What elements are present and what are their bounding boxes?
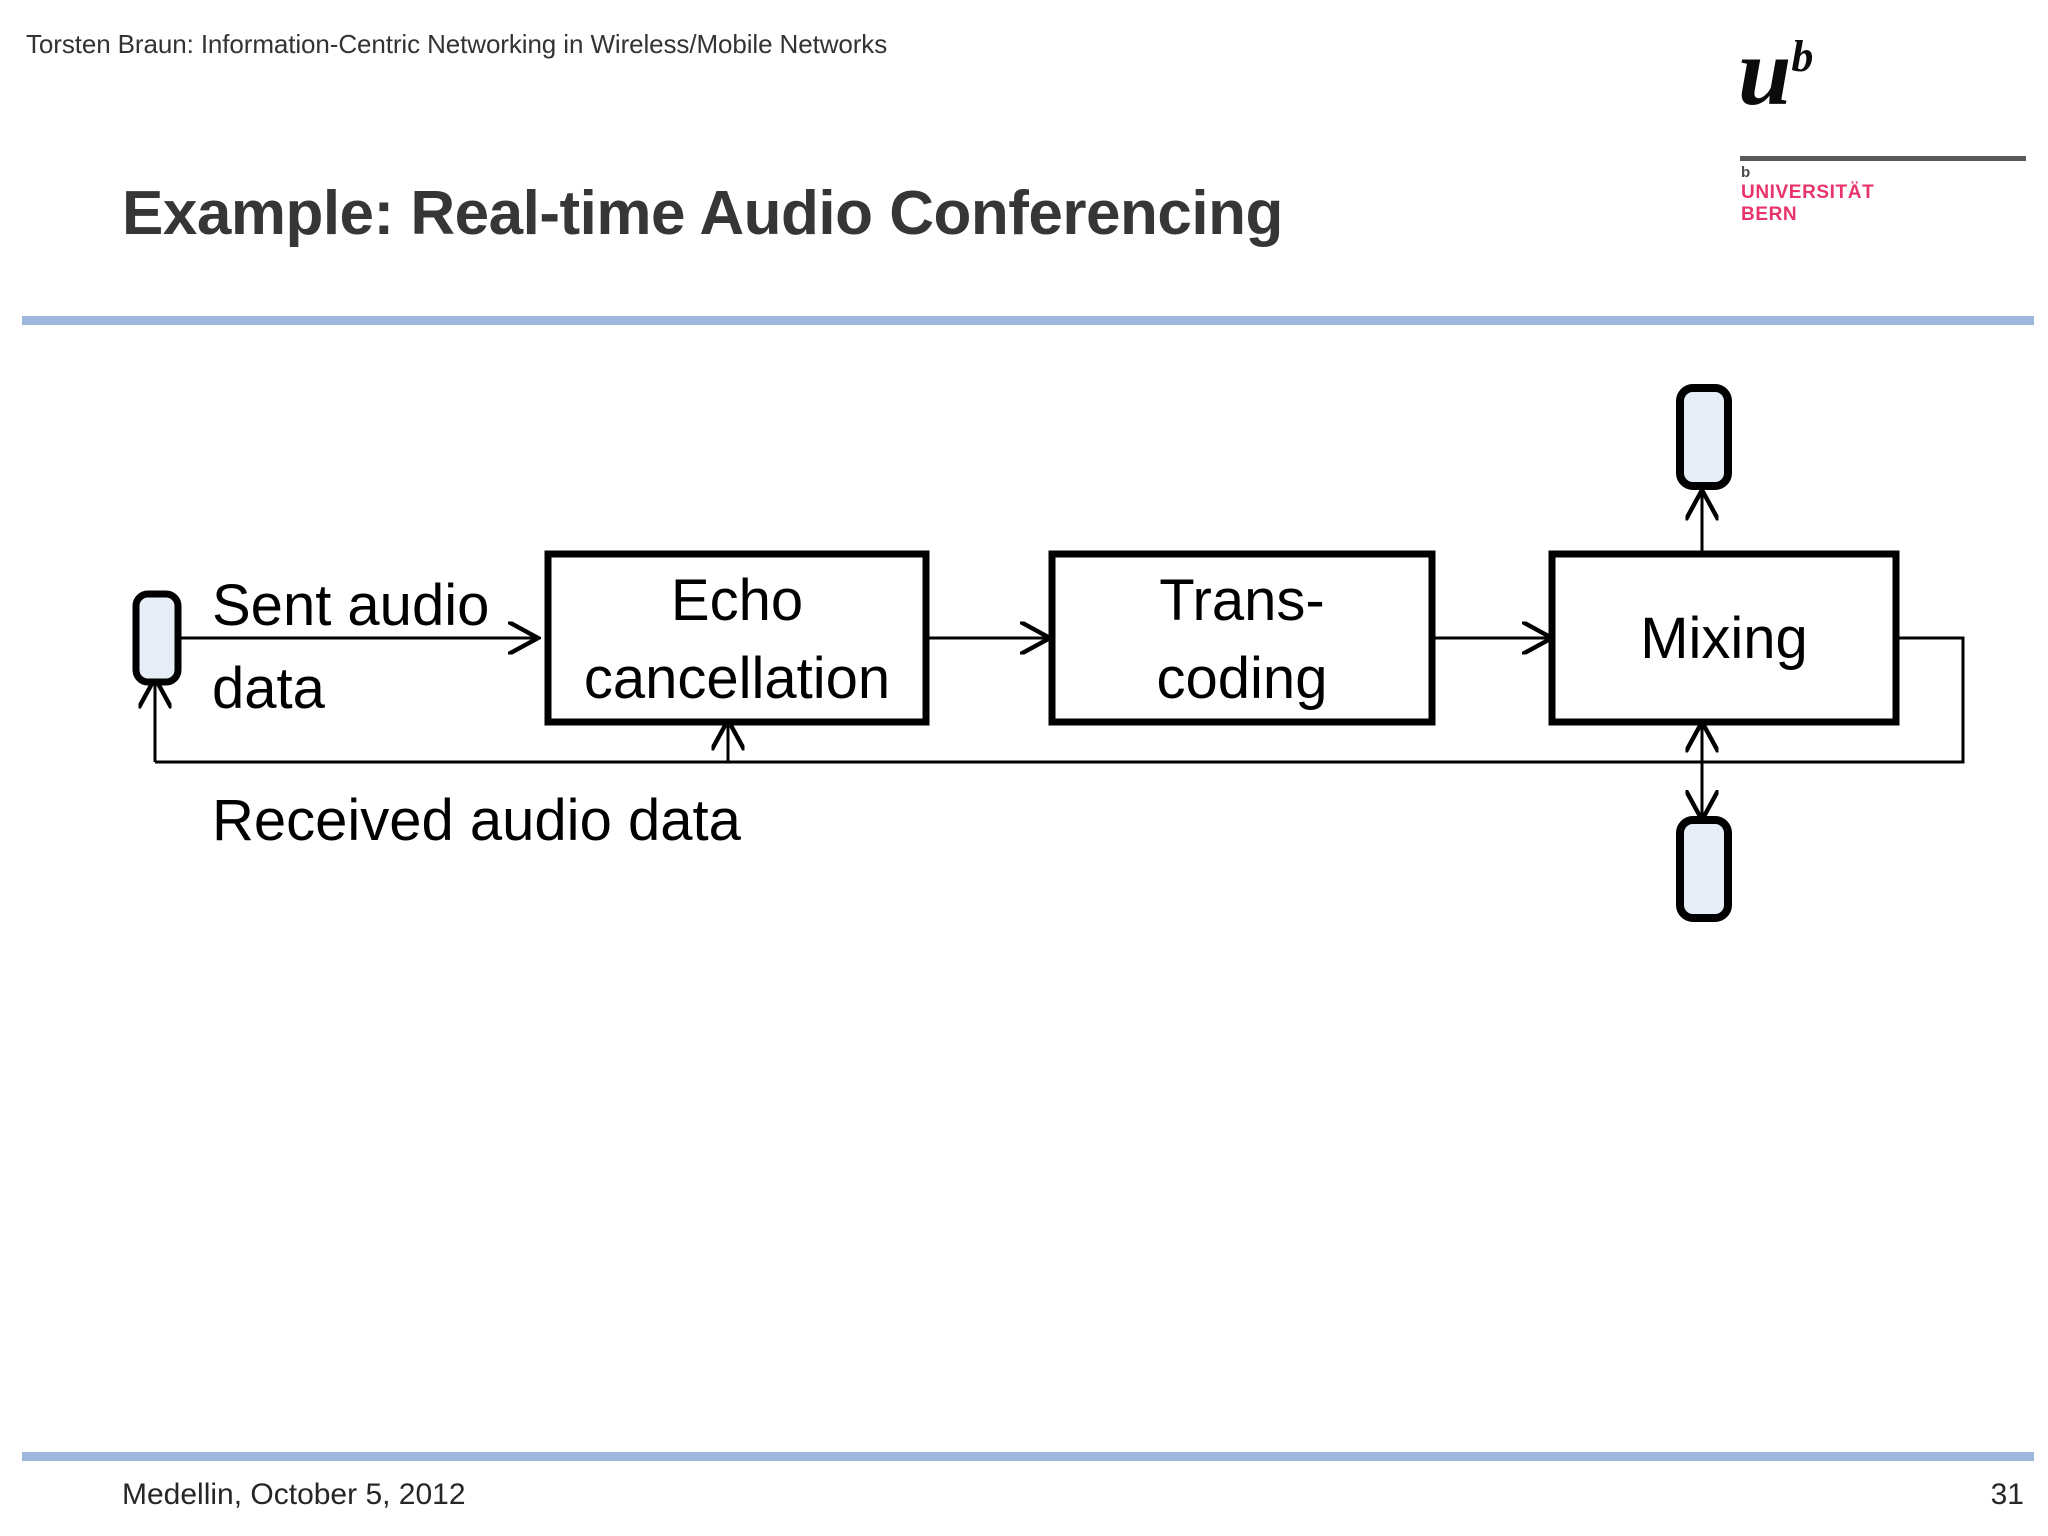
logo-u-letter: u bbox=[1738, 18, 1792, 125]
logo-u-mark: ub bbox=[1738, 24, 1813, 120]
logo-wordmark: UNIVERSITÄT BERN bbox=[1741, 182, 1874, 226]
footer-location-date: Medellin, October 5, 2012 bbox=[122, 1478, 466, 1511]
audio-conferencing-flow-diagram: Echo cancellation Trans- coding Mixing S… bbox=[0, 330, 2048, 1390]
flow-label-received-audio-data: Received audio data bbox=[212, 788, 742, 853]
process-box-label-line2: cancellation bbox=[584, 646, 890, 711]
flow-label-line1: Received audio data bbox=[212, 788, 742, 853]
flow-label-line2: data bbox=[212, 656, 326, 721]
footer-page-number: 31 bbox=[1990, 1478, 2024, 1511]
flow-label-line1: Sent audio bbox=[212, 573, 489, 638]
endpoint-top-right[interactable] bbox=[1676, 384, 1732, 490]
logo-wordmark-line1: UNIVERSITÄT bbox=[1741, 182, 1875, 203]
flow-label-sent-audio-data: Sent audio data bbox=[212, 573, 489, 721]
endpoint-left[interactable] bbox=[132, 590, 182, 686]
slide-header-text: Torsten Braun: Information-Centric Netwo… bbox=[26, 29, 888, 59]
process-box-echo-cancellation[interactable]: Echo cancellation bbox=[544, 550, 930, 726]
feedback-loop-path bbox=[155, 636, 1965, 764]
footer-divider bbox=[22, 1452, 2034, 1461]
logo-b-superscript: b bbox=[1791, 32, 1814, 81]
page-title: Example: Real-time Audio Conferencing bbox=[122, 178, 1283, 248]
logo-small-b: b bbox=[1741, 164, 1751, 181]
process-box-label-line1: Trans- bbox=[1159, 568, 1324, 633]
process-box-label-line1: Echo bbox=[671, 568, 803, 633]
process-box-label-line1: Mixing bbox=[1640, 606, 1808, 671]
endpoint-bottom-right[interactable] bbox=[1676, 816, 1732, 922]
logo-wordmark-line2: BERN bbox=[1741, 203, 1798, 225]
logo-divider bbox=[1740, 156, 2026, 161]
process-box-mixing[interactable]: Mixing bbox=[1548, 550, 1900, 726]
header-divider bbox=[22, 316, 2034, 325]
process-box-transcoding[interactable]: Trans- coding bbox=[1048, 550, 1436, 726]
university-of-bern-logo: ub b UNIVERSITÄT BERN bbox=[1738, 24, 2028, 225]
process-box-label-line2: coding bbox=[1157, 646, 1328, 711]
